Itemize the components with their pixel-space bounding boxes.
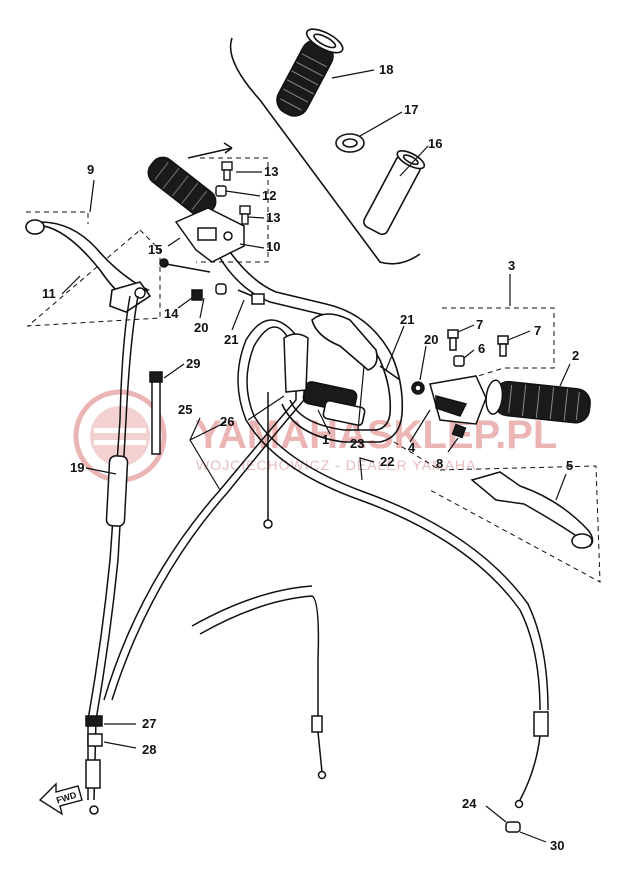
callout-13b: 13 xyxy=(266,210,280,225)
callout-numbers: 18 17 16 9 13 12 13 10 15 11 14 20 21 3 … xyxy=(42,62,579,853)
right-assembly xyxy=(393,307,601,583)
watermark: YAMAHASKLEP.PL WOJCIECHOWICZ - DEALER YA… xyxy=(73,389,557,483)
callout-16: 16 xyxy=(428,136,442,151)
throttle-cable-22 xyxy=(237,319,541,711)
left-grip-assembly xyxy=(147,142,245,263)
right-grip-2 xyxy=(485,379,591,424)
callout-27: 27 xyxy=(142,716,156,731)
callout-2: 2 xyxy=(572,348,579,363)
callout-15: 15 xyxy=(148,242,162,257)
clutch-lever-box xyxy=(26,211,161,327)
callout-1: 1 xyxy=(322,432,329,447)
callout-14: 14 xyxy=(164,306,179,321)
callout-6: 6 xyxy=(478,341,485,356)
callout-18: 18 xyxy=(379,62,393,77)
callout-22: 22 xyxy=(380,454,394,469)
cable-tie-29 xyxy=(151,375,161,455)
callout-13a: 13 xyxy=(264,164,278,179)
callout-28: 28 xyxy=(142,742,156,757)
throttle-cable-25 xyxy=(103,350,297,701)
cables xyxy=(85,258,549,833)
watermark-brand: YAMAHASKLEP.PL xyxy=(195,413,557,457)
bolt-box xyxy=(196,157,269,263)
bolts-12-13 xyxy=(215,161,251,225)
fwd-arrow-icon xyxy=(38,782,83,816)
callout-4: 4 xyxy=(408,440,416,455)
grip-detail-inset xyxy=(229,28,426,265)
watermark-logo-center xyxy=(90,406,150,466)
callout-7b: 7 xyxy=(534,323,541,338)
grip-link-arrow xyxy=(187,147,233,159)
callout-20a: 20 xyxy=(194,320,208,335)
callout-11: 11 xyxy=(42,286,56,301)
callout-19: 19 xyxy=(70,460,84,475)
callout-10: 10 xyxy=(266,239,280,254)
callout-29: 29 xyxy=(186,356,200,371)
forward-arrow: FWD xyxy=(38,782,83,816)
handlebar-tube xyxy=(219,257,392,431)
brake-lever-box xyxy=(393,307,601,583)
callout-23: 23 xyxy=(350,436,364,451)
inset-border xyxy=(229,37,421,265)
callout-21a: 21 xyxy=(224,332,238,347)
callout-5: 5 xyxy=(566,458,573,473)
callout-9: 9 xyxy=(87,162,94,177)
callout-8: 8 xyxy=(436,456,443,471)
handlebar-1 xyxy=(219,251,404,443)
callout-25: 25 xyxy=(178,402,192,417)
clutch-lever-11 xyxy=(29,221,150,301)
callout-12: 12 xyxy=(262,188,276,203)
leader-lines xyxy=(61,69,571,843)
callout-21b: 21 xyxy=(400,312,414,327)
grip-18 xyxy=(276,28,344,117)
callout-17: 17 xyxy=(404,102,418,117)
throttle-tube-16 xyxy=(363,150,426,236)
callout-7a: 7 xyxy=(476,317,483,332)
callout-24: 24 xyxy=(462,796,477,811)
clutch-lever-group xyxy=(25,211,161,327)
watermark-subtitle: WOJCIECHOWICZ - DEALER YAMAHA xyxy=(196,457,477,473)
cable-end-b xyxy=(199,595,320,718)
callout-3: 3 xyxy=(508,258,515,273)
clutch-cable-19 xyxy=(93,295,139,801)
callout-20b: 20 xyxy=(424,332,438,347)
callout-26: 26 xyxy=(220,414,234,429)
callout-30: 30 xyxy=(550,838,564,853)
